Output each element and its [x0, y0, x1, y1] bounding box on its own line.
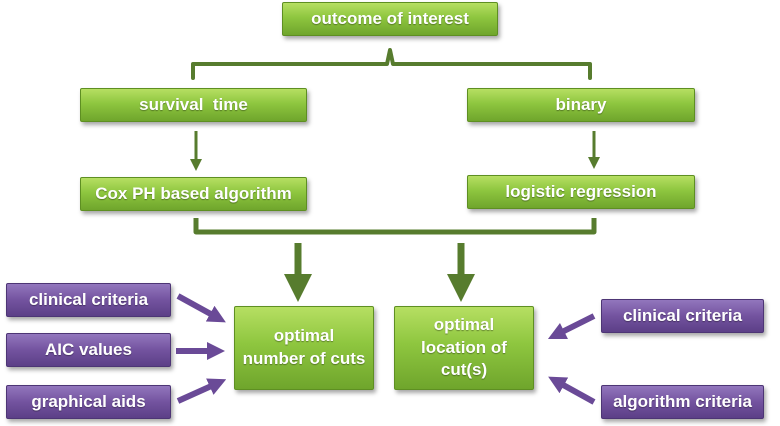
outcome-of-interest-label: outcome of interest [311, 8, 469, 28]
optimal-number-of-cuts-label: optimal number of cuts [242, 326, 366, 368]
binary-node: binary [467, 88, 695, 122]
aic-values-label: AIC values [45, 339, 132, 359]
algorithm-criteria-node: algorithm criteria [601, 385, 764, 419]
top-brace-connector [191, 48, 592, 80]
algorithm-to-location-arrow [548, 376, 596, 405]
clinical-right-to-location-arrow [547, 313, 596, 340]
optimal-location-of-cuts-label: optimal location of cut(s) [421, 314, 507, 380]
graphical-to-cuts-arrow [176, 378, 227, 404]
algorithm-criteria-label: algorithm criteria [613, 391, 752, 411]
optimal-location-of-cuts-node: optimal location of cut(s) [394, 306, 534, 390]
clinical-criteria-right-label: clinical criteria [622, 305, 743, 325]
bottom-bracket-connector [193, 218, 597, 235]
survival-time-node: survival time [80, 88, 307, 122]
cox-ph-algorithm-node: Cox PH based algorithm [80, 177, 307, 211]
clinical-criteria-right-node: clinical criteria [601, 299, 764, 333]
outcome-of-interest-node: outcome of interest [282, 2, 498, 36]
logistic-regression-node: logistic regression [467, 175, 695, 209]
clinical-criteria-left-label: clinical criteria [28, 289, 149, 309]
aic-values-node: AIC values [6, 333, 171, 367]
logistic-regression-label: logistic regression [505, 181, 657, 201]
graphical-aids-node: graphical aids [6, 385, 171, 419]
binary-label: binary [555, 94, 607, 114]
optimal-number-of-cuts-node: optimal number of cuts [234, 306, 374, 390]
survival-time-label: survival time [139, 94, 248, 114]
graphical-aids-label: graphical aids [31, 391, 146, 411]
clinical-left-to-cuts-arrow [176, 293, 226, 323]
cox-ph-algorithm-label: Cox PH based algorithm [95, 183, 292, 203]
clinical-criteria-left-node: clinical criteria [6, 283, 171, 317]
